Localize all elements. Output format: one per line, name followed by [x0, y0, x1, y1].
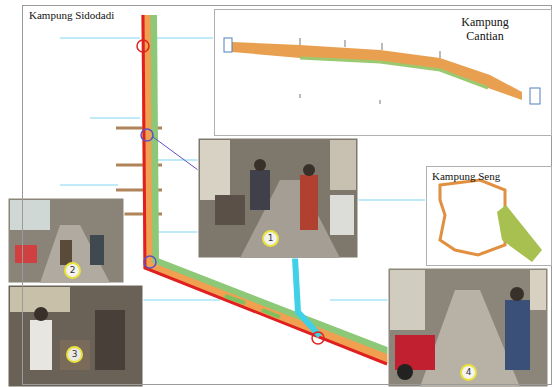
inset-panel: Kampung Seng	[426, 166, 552, 266]
callout-number: 3	[66, 346, 83, 363]
place-name: Kampung Seng	[432, 170, 500, 183]
callout-number: 1	[262, 230, 279, 247]
callout-number: 2	[64, 262, 81, 279]
callout-number: 4	[460, 364, 477, 381]
place-name: Kampung Sidodadi	[29, 9, 114, 22]
place-name: Kampung Cantian	[445, 16, 525, 44]
map-frame: Kampung CantianKampung Seng Kampung Sidod…	[22, 5, 552, 385]
inset-panel: Kampung Cantian	[214, 9, 552, 136]
